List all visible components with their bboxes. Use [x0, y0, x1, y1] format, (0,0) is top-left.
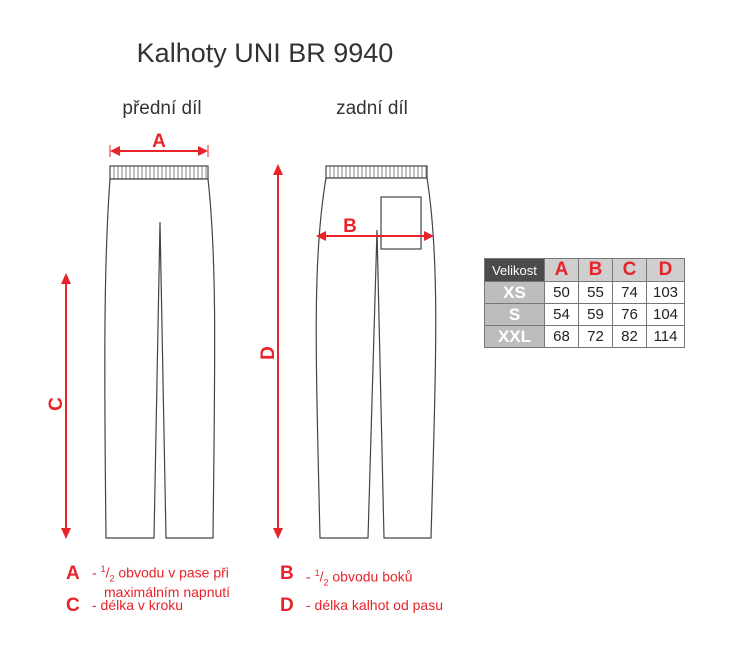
column-header-b: B [578, 258, 613, 282]
back-trousers-outline [315, 177, 437, 539]
table-cell: 74 [612, 281, 647, 304]
legend-a-line1: obvodu v pase při [114, 564, 229, 581]
size-table: Velikost A B C D XS 50 55 74 103 S 54 59… [484, 258, 685, 348]
size-label: XXL [484, 325, 545, 348]
back-trousers [315, 165, 437, 539]
back-view-label: zadní díl [336, 98, 408, 119]
legend-letter-c: C [66, 595, 80, 616]
table-cell: 72 [578, 325, 613, 348]
front-view-label: přední díl [122, 98, 202, 119]
table-row: S 54 59 76 104 [484, 303, 685, 326]
size-column-header: Velikost [484, 258, 545, 282]
dimension-d: D [258, 164, 283, 539]
legend-letter-d: D [280, 595, 294, 616]
table-row: XXL 68 72 82 114 [484, 325, 685, 348]
table-cell: 68 [544, 325, 579, 348]
table-row: XS 50 55 74 103 [484, 281, 685, 304]
back-pocket [380, 196, 422, 250]
front-waistband [109, 165, 209, 180]
back-waistband [325, 165, 428, 179]
dimension-c: C [46, 273, 71, 539]
legend-letter-b: B [280, 563, 294, 584]
legend-text-b: - 1/2 obvodu boků [306, 568, 413, 588]
dimension-b: B [316, 216, 434, 241]
dimension-d-label: D [258, 346, 279, 360]
legend-text-a: - 1/2 obvodu v pase při maximálním napnu… [92, 564, 231, 601]
table-cell: 55 [578, 281, 613, 304]
size-label: XS [484, 281, 545, 304]
legend-a-denominator: 2 [109, 573, 115, 584]
legend-letter-a: A [66, 563, 80, 584]
front-trousers [104, 165, 216, 539]
size-label: S [484, 303, 545, 326]
legend-b-denominator: 2 [323, 577, 329, 588]
dimension-b-label: B [343, 216, 357, 237]
legend-a-line2: maximálním napnutí [104, 584, 231, 601]
front-trousers-outline [104, 178, 216, 539]
size-table-header-row: Velikost A B C D [484, 258, 685, 282]
table-cell: 59 [578, 303, 613, 326]
legend-b-main: obvodu boků [328, 568, 413, 585]
table-cell: 54 [544, 303, 579, 326]
column-header-d: D [646, 258, 685, 282]
column-header-c: C [612, 258, 647, 282]
dimension-a-label: A [152, 131, 166, 152]
legend-text-c: - délka v kroku [92, 597, 184, 613]
table-cell: 104 [646, 303, 685, 326]
table-cell: 114 [646, 325, 685, 348]
column-header-a: A [544, 258, 579, 282]
legend-a-dash: - [92, 564, 101, 581]
table-cell: 103 [646, 281, 685, 304]
dimension-c-label: C [46, 397, 67, 411]
legend-a-numerator: 1 [100, 564, 106, 574]
table-cell: 82 [612, 325, 647, 348]
table-cell: 76 [612, 303, 647, 326]
legend-b-dash: - [306, 568, 315, 585]
legend-text-d: - délka kalhot od pasu [306, 597, 443, 613]
dimension-a: A [109, 131, 209, 157]
legend-b-numerator: 1 [314, 568, 320, 578]
table-cell: 50 [544, 281, 579, 304]
diagram-title: Kalhoty UNI BR 9940 [136, 38, 394, 68]
